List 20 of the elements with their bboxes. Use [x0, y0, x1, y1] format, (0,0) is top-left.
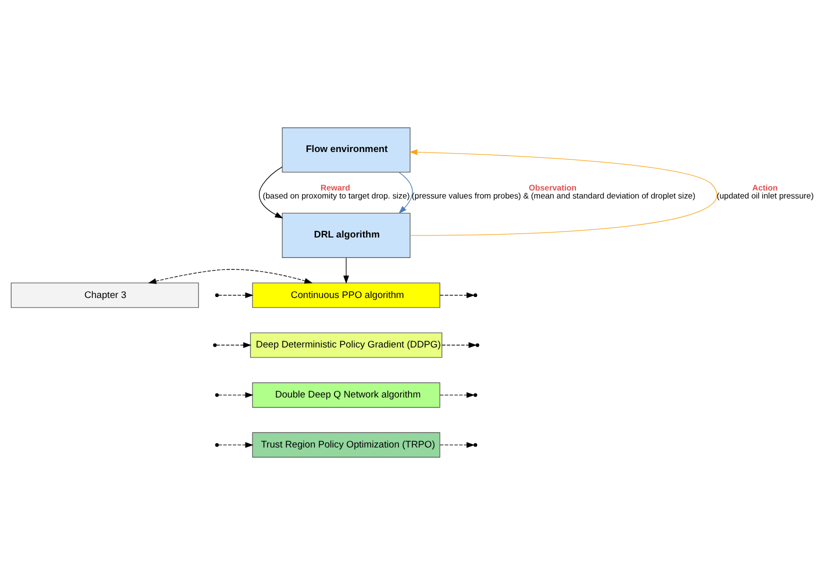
node-box: Continuous PPO algorithm — [252, 282, 440, 308]
arrow — [440, 392, 475, 398]
arrow — [440, 292, 475, 298]
arrow — [440, 442, 475, 448]
node-box: Double Deep Q Network algorithm — [252, 382, 440, 408]
arrow — [442, 342, 477, 348]
arrow — [409, 149, 718, 236]
node-box: Deep Deterministic Policy Gradient (DDPG) — [250, 332, 442, 358]
arrow — [218, 292, 254, 298]
arrow — [216, 342, 252, 348]
arrow — [343, 258, 350, 284]
node-box: Flow environment — [282, 127, 410, 173]
arrow — [258, 166, 284, 218]
node-box: Chapter 3 — [10, 282, 199, 308]
node-box: DRL algorithm — [282, 212, 410, 258]
arrow — [148, 269, 313, 284]
arrow — [218, 442, 254, 448]
node-box: Trust Region Policy Optimization (TRPO) — [252, 432, 440, 458]
arrow — [218, 392, 254, 398]
arrow — [398, 172, 413, 214]
